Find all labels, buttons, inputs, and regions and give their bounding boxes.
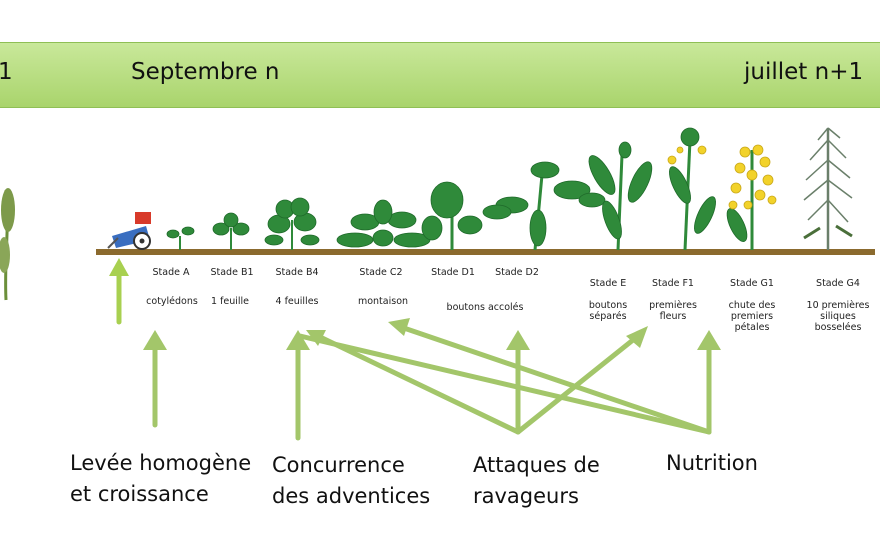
stage-code: Stade B4 [275,267,319,278]
stage-desc: 10 premières siliques bosselées [806,300,870,333]
factor-nutrition: Nutrition [666,451,758,475]
stage-a: Stade A [140,267,202,278]
banner-left-fragment: 1 [0,59,13,85]
stage-g4: Stade G4 10 premières siliques bosselées [798,267,878,344]
stage-code: Stade G4 [816,278,860,289]
stage-c2: Stade C2 [350,267,412,278]
plant-stade-e [588,141,653,251]
stage-desc: premières fleurs [649,300,697,322]
previous-crop-plant [0,188,15,301]
stage-b1: Stade B1 [202,267,262,278]
stage-b4-desc: 4 feuilles [275,296,319,307]
stage-code: Stade C2 [359,267,403,278]
factor-concurrence-adventices: Concurrence des adventices [272,453,431,508]
plant-stade-d1 [421,181,483,250]
stage-code: Stade B1 [210,267,254,278]
factor-attaques-ravageurs: Attaques de ravageurs [473,453,600,508]
factor-levee-croissance: Levée homogène et croissance [70,451,252,506]
stage-code: Stade D2 [495,267,539,278]
stage-c2-desc: montaison [357,296,409,307]
plant-stade-g4 [803,127,853,250]
plant-stade-b1 [212,212,250,250]
stage-d1: Stade D1 [422,267,484,278]
banner-end-label: juillet n+1 [744,59,864,85]
seed-drill-icon [107,212,151,250]
plant-stade-d2 [482,161,606,251]
stage-g1: Stade G1 chute des premiers pétales [720,267,784,344]
stage-code: Stade F1 [652,278,694,289]
stage-f1: Stade F1 premières fleurs [642,267,704,333]
plant-stade-a [166,226,195,250]
plant-stade-c2 [336,199,431,248]
stage-desc: boutons séparés [588,300,628,322]
plant-stade-b4 [264,197,320,250]
stage-b4: Stade B4 [266,267,328,278]
timeline-banner: 1 Septembre n juillet n+1 [0,42,880,108]
stage-e: Stade E boutons séparés [576,267,640,333]
stage-code: Stade G1 [730,278,774,289]
stage-b1-desc: 1 feuille [210,296,250,307]
banner-start-label: Septembre n [131,59,280,85]
stage-code: Stade A [152,267,190,278]
plant-stade-g1 [726,144,777,250]
plant-stade-f1 [667,127,716,251]
stage-code: Stade D1 [431,267,475,278]
soil-line [96,249,875,255]
stage-d2: Stade D2 [486,267,548,278]
stage-d-shared-desc: boutons accolés [446,302,524,313]
stage-a-desc: cotylédons [146,296,198,307]
stage-code: Stade E [589,278,627,289]
stage-desc: chute des premiers pétales [728,300,776,333]
